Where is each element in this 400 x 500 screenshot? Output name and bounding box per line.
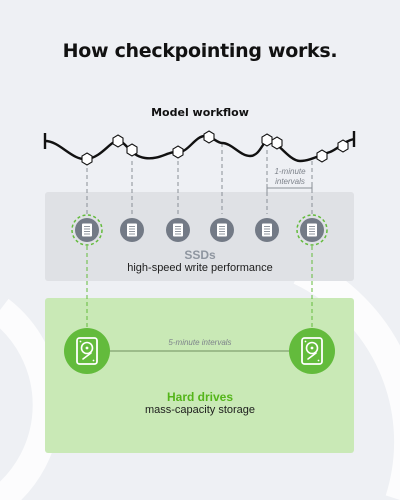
ssd-icon [166, 218, 190, 242]
one-minute-interval-label: 1-minute intervals [274, 167, 306, 186]
hard-drive-icon [64, 328, 110, 374]
hdd-tier-description: mass-capacity storage [144, 404, 256, 416]
checkpoint-marker [81, 152, 93, 166]
checkpoint-marker [112, 134, 124, 148]
ssd-tier-name: SSDs [184, 248, 216, 262]
hard-drive-icon [289, 328, 335, 374]
ssd-icon [296, 214, 328, 246]
five-minute-interval-label: 5-minute intervals [168, 338, 232, 347]
checkpoint-marker [203, 130, 215, 144]
checkpoint-marker [316, 149, 328, 163]
hdd-tier-name: Hard drives [166, 390, 234, 404]
checkpoint-marker [271, 136, 283, 150]
ssd-icon [210, 218, 234, 242]
checkpoint-marker [172, 145, 184, 159]
background-arc-right [293, 256, 400, 500]
ssd-icon [71, 214, 103, 246]
page-title: How checkpointing works. [62, 40, 338, 62]
checkpoint-markers [81, 130, 349, 166]
ssd-icon [255, 218, 279, 242]
checkpoint-marker [126, 143, 138, 157]
checkpoint-marker [261, 133, 273, 147]
checkpoint-marker [337, 139, 349, 153]
hdd-tier-band [45, 298, 354, 453]
ssd-icon [120, 218, 144, 242]
workflow-label: Model workflow [151, 106, 249, 119]
ssd-tier-description: high-speed write performance [127, 262, 273, 274]
